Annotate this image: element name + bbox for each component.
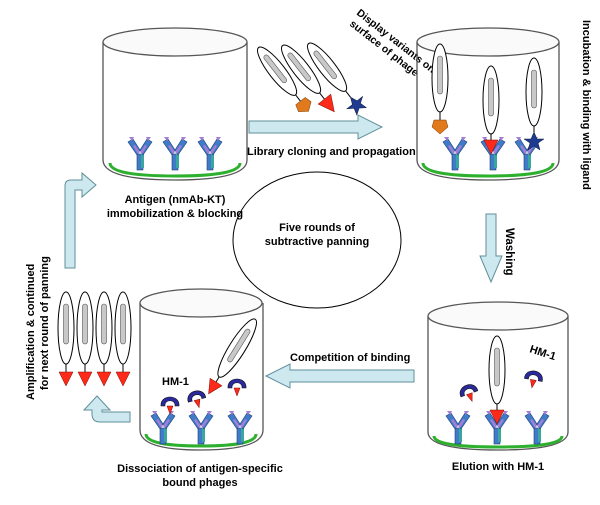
dissociation-label-line2: bound phages — [162, 477, 237, 489]
competition-label: Competition of binding — [290, 352, 410, 364]
immobilization-label-line2: immobilization & blocking — [107, 208, 243, 220]
center-label-line2: subtractive panning — [265, 236, 370, 248]
center-cycle — [232, 171, 402, 309]
arrow-amplification — [64, 171, 97, 269]
hm1-label-dissociation: HM-1 — [162, 376, 189, 388]
amplification-label-line1: Amplification & continued — [25, 264, 37, 400]
incubation-label: Incubation & binding with ligand — [580, 20, 592, 190]
elution-label: Elution with HM-1 — [452, 461, 544, 473]
arrow-washing — [479, 213, 503, 284]
well-immobilization — [102, 27, 248, 181]
immobilization-label-line1: Antigen (nmAb-KT) — [125, 194, 226, 206]
display-phages — [257, 42, 367, 116]
arrow-return — [82, 395, 131, 423]
washing-label: Washing — [503, 228, 515, 276]
arrow-competition — [264, 363, 415, 389]
amplified-phages — [57, 291, 132, 387]
amplification-label-line2: for next round of panning — [39, 256, 51, 390]
center-label-line1: Five rounds of — [279, 222, 355, 234]
arrow-library — [248, 114, 384, 140]
well-elution — [427, 301, 569, 451]
library-label: Library cloning and propagation — [247, 146, 416, 158]
well-incubation — [416, 27, 560, 181]
dissociation-label-line1: Dissociation of antigen-specific — [117, 463, 283, 475]
hm1-label-elution: HM-1 — [528, 343, 557, 363]
well-dissociation — [139, 288, 264, 451]
